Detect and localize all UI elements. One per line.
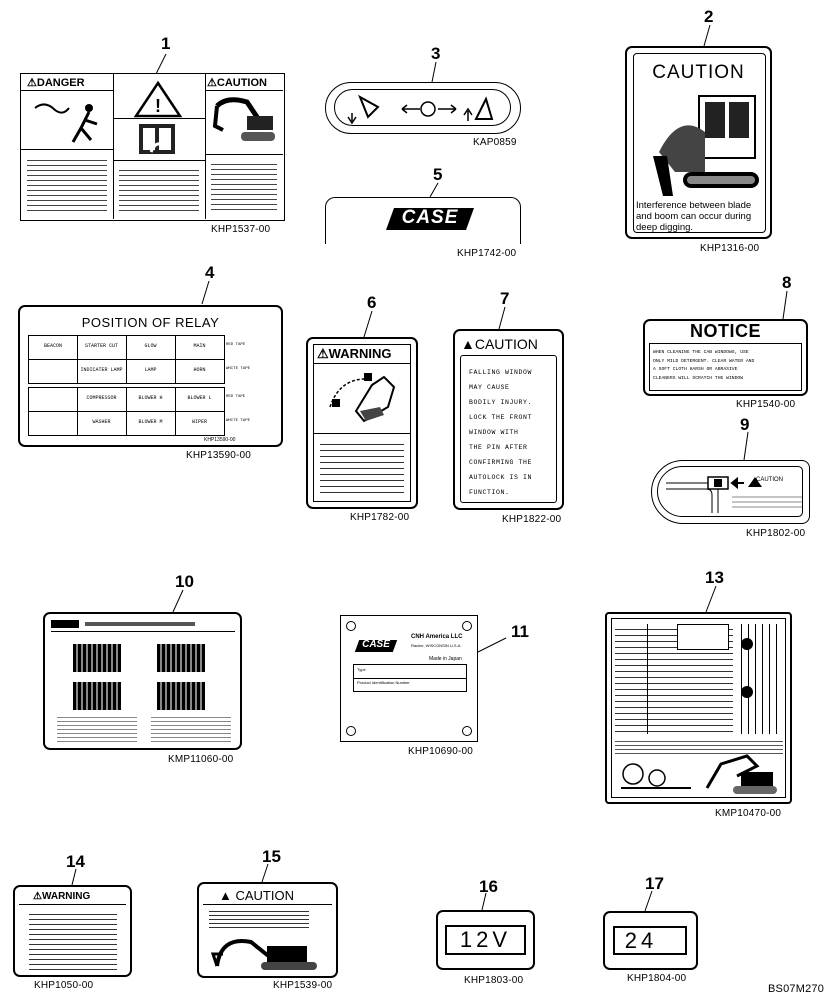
decal-2-text: Interference between blade and boom can … bbox=[636, 200, 752, 233]
case-logo-11: CASE bbox=[362, 639, 390, 650]
decal-8: NOTICE WHEN CLEANING THE CAB WINDOWS, US… bbox=[643, 319, 808, 396]
part-number-7: KHP1822-00 bbox=[502, 514, 562, 525]
decal-10 bbox=[43, 612, 242, 750]
decal-11: CASE CNH America LLC Racine, WISCONSIN U… bbox=[340, 615, 478, 742]
excavator-icon bbox=[212, 97, 275, 141]
callout-11: 11 bbox=[511, 622, 529, 641]
part-number-4: KHP13590-00 bbox=[186, 450, 252, 461]
decal-6: ⚠WARNING bbox=[306, 337, 418, 509]
part-number-5: KHP1742-00 bbox=[457, 248, 517, 259]
capacity-chart-4 bbox=[157, 682, 205, 710]
decal-6-heading: WARNING bbox=[328, 346, 392, 361]
part-number-2: KHP1316-00 bbox=[700, 243, 760, 254]
decal-8-heading: NOTICE bbox=[689, 321, 761, 341]
id-plate-box: Type Product Identification Number bbox=[353, 664, 467, 692]
decal-4-heading: POSITION OF RELAY bbox=[81, 315, 220, 330]
decal-2: CAUTION Interference between blade and b… bbox=[625, 46, 772, 239]
part-number-6: KHP1782-00 bbox=[350, 512, 410, 523]
part-number-17: KHP1804-00 bbox=[627, 973, 687, 984]
decal-14: ⚠WARNING bbox=[13, 885, 132, 977]
capacity-chart-2 bbox=[157, 644, 205, 672]
part-number-15: KHP1539-00 bbox=[273, 980, 333, 991]
decal-14-heading: WARNING bbox=[41, 891, 91, 902]
boom-direction-icon bbox=[347, 94, 494, 125]
callout-8: 8 bbox=[782, 273, 792, 292]
svg-text:!: ! bbox=[155, 96, 161, 116]
callout-17: 17 bbox=[645, 874, 664, 893]
part-number-10: KMP11060-00 bbox=[168, 754, 234, 765]
decal-17: 24 bbox=[603, 911, 698, 970]
window-lock-icon bbox=[329, 373, 396, 423]
diagram-id: BS07M270 bbox=[768, 983, 825, 995]
part-number-3: KAP0859 bbox=[473, 137, 517, 148]
decal-13 bbox=[605, 612, 792, 804]
part-number-9: KHP1802-00 bbox=[746, 528, 806, 539]
caution-label: CAUTION bbox=[216, 77, 267, 89]
callout-3: 3 bbox=[431, 44, 441, 63]
electrocution-icon bbox=[34, 103, 98, 143]
callout-2: 2 bbox=[704, 7, 714, 26]
part-number-11: KHP10690-00 bbox=[408, 746, 474, 757]
callout-13: 13 bbox=[705, 568, 724, 587]
decal-16: 12V bbox=[436, 910, 535, 970]
decal-16-label: 12V bbox=[459, 927, 512, 952]
decal-1-center-panel: ! bbox=[113, 74, 206, 219]
callout-15: 15 bbox=[262, 847, 281, 866]
decal-7: ▲CAUTION FALLING WINDOW MAY CAUSE BODILY… bbox=[453, 329, 564, 510]
callout-6: 6 bbox=[367, 293, 377, 312]
part-number-8: KHP1540-00 bbox=[736, 399, 796, 410]
manual-hand-icon bbox=[139, 124, 175, 154]
decal-15: ▲ CAUTION bbox=[197, 882, 338, 978]
case-logo: CASE bbox=[401, 207, 459, 228]
excavator-cab-icon bbox=[653, 95, 759, 196]
decal-1-caution-panel: ⚠CAUTION bbox=[205, 74, 283, 219]
capacity-chart-1 bbox=[73, 644, 121, 672]
callout-16: 16 bbox=[479, 877, 498, 896]
callout-7: 7 bbox=[500, 289, 510, 308]
danger-label: DANGER bbox=[36, 77, 85, 89]
part-number-16: KHP1803-00 bbox=[464, 975, 524, 986]
decal-8-text: WHEN CLEANING THE CAB WINDOWS, USE ONLY … bbox=[653, 350, 755, 381]
decal-1-danger-panel: ⚠DANGER bbox=[21, 74, 114, 219]
relay-table-lower: COMPRESSOR BLOWER H BLOWER L WASHER BLOW… bbox=[28, 387, 225, 436]
decal-7-text: FALLING WINDOW MAY CAUSE BODILY INJURY. … bbox=[469, 369, 533, 496]
part-number-1: KHP1537-00 bbox=[211, 224, 271, 235]
decal-1: ⚠DANGER ! ⚠CAUTION bbox=[20, 73, 285, 221]
decal-7-heading: CAUTION bbox=[474, 336, 538, 352]
excavator-icon-15 bbox=[210, 939, 317, 970]
part-number-13: KMP10470-00 bbox=[715, 808, 782, 819]
machine-outline-icon bbox=[621, 754, 777, 794]
decal-2-heading: CAUTION bbox=[652, 62, 745, 83]
part-number-14: KHP1050-00 bbox=[34, 980, 94, 991]
decal-9: CAUTION bbox=[651, 460, 810, 524]
decal-5: CASE bbox=[325, 197, 521, 244]
callout-5: 5 bbox=[433, 165, 443, 184]
callout-14: 14 bbox=[66, 852, 85, 871]
relay-table-upper: BEACON STARTER CUT GLOW MAIN INDICATER L… bbox=[28, 335, 225, 384]
decal-4: POSITION OF RELAY BEACON STARTER CUT GLO… bbox=[18, 305, 283, 447]
callout-10: 10 bbox=[175, 572, 194, 591]
callout-9: 9 bbox=[740, 415, 750, 434]
callout-1: 1 bbox=[161, 34, 171, 53]
warning-triangle-icon: ! bbox=[133, 80, 183, 118]
decal-1-text-lines bbox=[27, 156, 107, 211]
decal-15-heading: CAUTION bbox=[235, 888, 294, 903]
capacity-chart-3 bbox=[73, 682, 121, 710]
decal-17-label: 24 bbox=[624, 928, 658, 953]
window-pin-icon bbox=[666, 476, 802, 513]
decal-3 bbox=[325, 82, 521, 134]
callout-4: 4 bbox=[205, 263, 215, 282]
decal-9-heading: CAUTION bbox=[756, 477, 783, 483]
